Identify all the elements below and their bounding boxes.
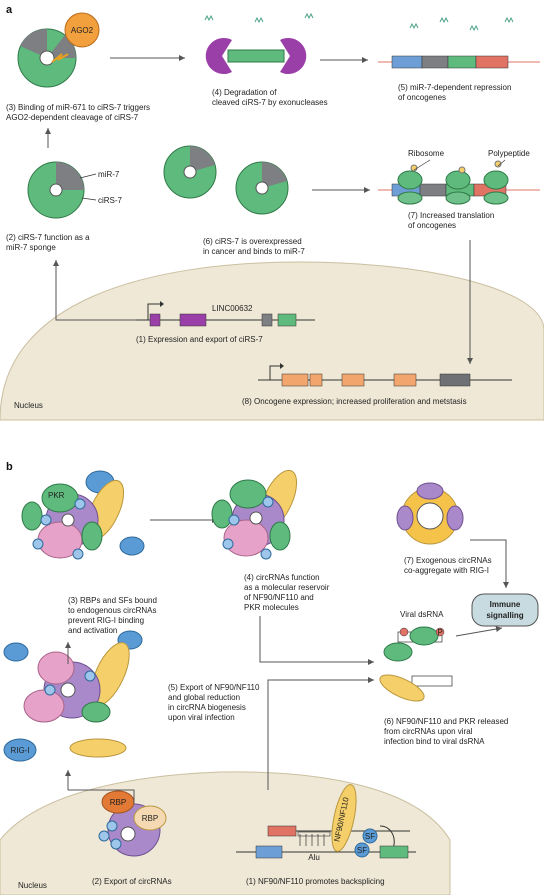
step7-a-line1: (7) Increased translation [408, 211, 494, 220]
rbp-circrna-complex-rigi [3, 630, 143, 762]
step2-a-line1: (2) ciRS-7 function as a [6, 233, 90, 242]
sf-label-1: SF [365, 832, 375, 841]
step4-b-line2: as a molecular reservoir [244, 583, 330, 592]
nf90-viral-dsrna [379, 674, 453, 702]
arrow-7-to-immune [470, 539, 509, 588]
alu-label: Alu [308, 853, 320, 862]
pkr-label: PKR [48, 491, 65, 500]
immune-line2: signalling [486, 611, 523, 620]
step5-a-line2: of oncogenes [398, 93, 446, 102]
step1-b: (1) NF90/NF110 promotes backsplicing [246, 877, 385, 886]
gene-label: LINC00632 [212, 304, 253, 313]
arrow-1-to-2 [53, 260, 136, 321]
step5-b-line2: and global reduction [168, 693, 240, 702]
arrow-b-1-to-6 [267, 677, 374, 790]
viral-dsrna-label: Viral dsRNA [400, 610, 444, 619]
step6-a-line1: (6) ciRS-7 is overexpressed [203, 237, 302, 246]
immune-line1: Immune [490, 600, 521, 609]
step8-a: (8) Oncogene expression; increased proli… [242, 397, 467, 406]
linc00632-gene [136, 301, 315, 327]
step6-a-line2: in cancer and binds to miR-7 [203, 247, 305, 256]
step3-b-line1: (3) RBPs and SFs bound [68, 596, 157, 605]
step4-b-line4: PKR molecules [244, 603, 299, 612]
step3-b-line3: prevent RIG-I binding [68, 616, 144, 625]
step7-b-line2: co-aggregate with RIG-I [404, 566, 489, 575]
cirs7-label: ciRS-7 [98, 196, 123, 205]
ribosome-label: Ribosome [408, 149, 445, 158]
nucleus-a-label: Nucleus [14, 401, 43, 410]
polypeptide-label: Polypeptide [488, 149, 530, 158]
ago2-protein [64, 12, 100, 48]
arrow-dsrna-to-immune [455, 626, 503, 637]
exogenous-circrna-rigi [396, 482, 464, 545]
nucleus-b-label: Nucleus [18, 881, 47, 890]
step5-b-line1: (5) Export of NF90/NF110 [168, 683, 260, 692]
step3-b-line4: and activation [68, 626, 117, 635]
mir7-label: miR-7 [98, 170, 120, 179]
ago2-label: AGO2 [71, 26, 94, 35]
overexpressed-circle-2 [235, 161, 289, 215]
step4-b-line1: (4) circRNAs function [244, 573, 320, 582]
exonuclease-degradation [204, 12, 314, 74]
cirs7-pointer [81, 197, 97, 201]
cirs7-cleavage-circle [17, 28, 77, 88]
step4-b-line3: of NF90/NF110 and [244, 593, 314, 602]
overexpressed-circle-1 [163, 145, 217, 199]
step2-a-line2: miR-7 sponge [6, 243, 56, 252]
mir7-pointer [79, 173, 97, 179]
step7-a-line2: of oncogenes [408, 221, 456, 230]
rbp-circrna-complex-3 [21, 470, 145, 560]
step7-b-line1: (7) Exogenous circRNAs [404, 556, 492, 565]
panel-a-label: a [6, 4, 13, 16]
immune-signalling-box [471, 593, 539, 627]
step5-b-line3: in circRNA biogenesis [168, 703, 246, 712]
viral-dsrna-pkr [383, 626, 445, 662]
arrow-export-line [68, 789, 135, 804]
backsplicing-locus [236, 784, 416, 859]
panel-b-label: b [6, 461, 13, 473]
step4-a-line1: (4) Degradation of [212, 88, 277, 97]
sf-label-2: SF [357, 846, 367, 855]
step6-b-line1: (6) NF90/NF110 and PKR released [384, 717, 508, 726]
rbp-circrna-complex-4 [211, 469, 298, 560]
step5-a-line1: (5) miR-7-dependent repression [398, 83, 511, 92]
step6-b-line2: from circRNAs upon viral [384, 727, 473, 736]
repressed-mrna [378, 16, 540, 69]
step4-a-line2: cleaved ciRS-7 by exonucleases [212, 98, 328, 107]
step6-b-line3: infection bind to viral dsRNA [384, 737, 485, 746]
rigi-label: RIG-I [10, 746, 29, 755]
step3-a-line2: AGO2-dependent cleavage of ciRS-7 [6, 113, 139, 122]
step1-a: (1) Expression and export of ciRS-7 [136, 335, 263, 344]
phospho-label: P [437, 628, 442, 637]
translating-mrna [378, 159, 540, 205]
step5-b-line4: upon viral infection [168, 713, 235, 722]
arrow-b-4-to-6 [259, 616, 374, 665]
cirs7-sponge-circle [27, 161, 85, 219]
oncogene-locus [258, 363, 512, 387]
step3-b-line2: to endogenous circRNAs [68, 606, 157, 615]
rbp-label-1: RBP [110, 798, 126, 807]
rbp-export-complex [98, 790, 167, 857]
step2-b: (2) Export of circRNAs [92, 877, 172, 886]
step3-a-line1: (3) Binding of miR-671 to ciRS-7 trigger… [6, 103, 150, 112]
rbp-label-2: RBP [142, 814, 158, 823]
